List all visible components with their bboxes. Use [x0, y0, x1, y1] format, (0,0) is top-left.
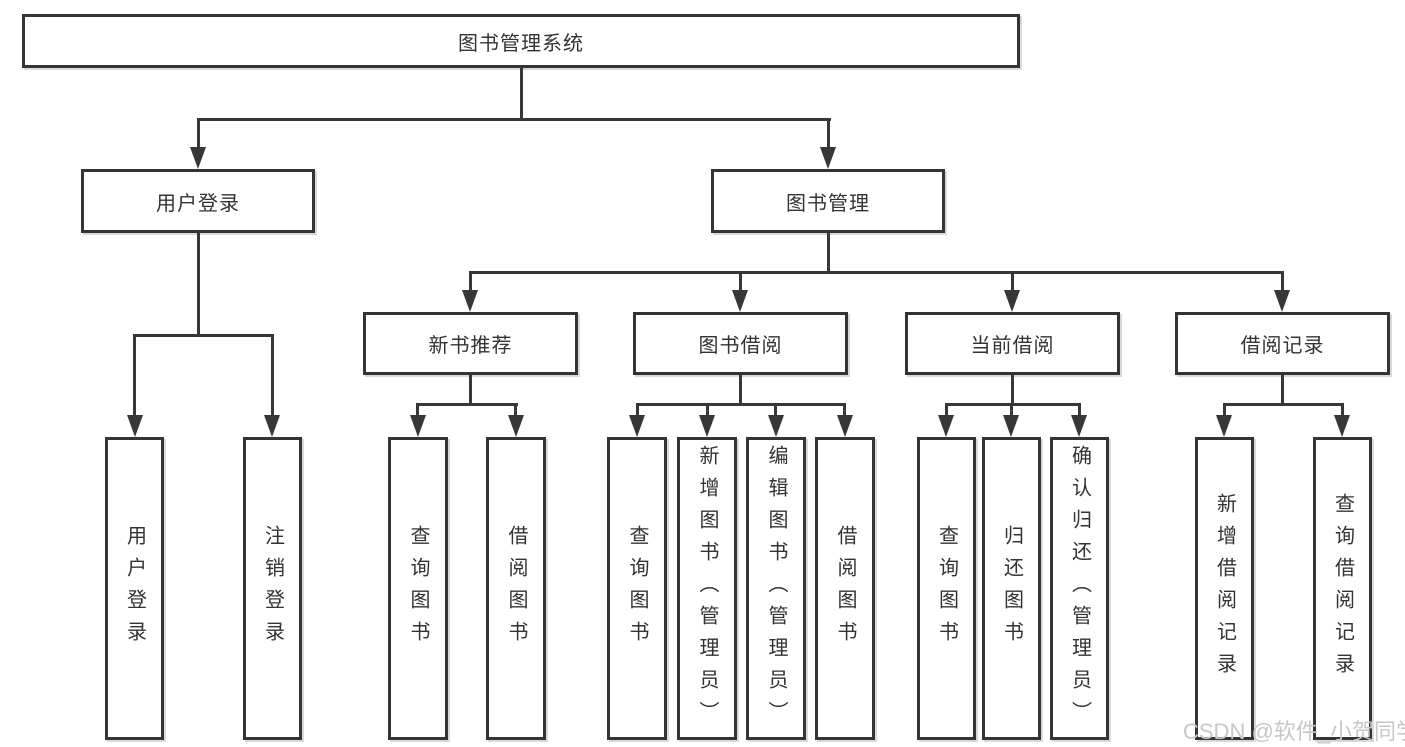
leaf-query-books-borrowing: 查询图书 — [607, 437, 667, 740]
node-label: 查询图书 — [626, 524, 648, 653]
node-label: 编辑图书（管理员） — [765, 444, 787, 733]
connector-line — [197, 118, 200, 154]
csdn-watermark: CSDN @软件_小贺同学 — [1183, 719, 1405, 744]
arrowhead-down-icon — [938, 415, 954, 437]
node-book-management: 图书管理 — [711, 169, 945, 233]
node-label: 用户登录 — [156, 192, 240, 215]
node-label: 借阅记录 — [1240, 335, 1325, 357]
leaf-edit-books-admin: 编辑图书（管理员） — [746, 437, 806, 740]
connector-line — [774, 403, 777, 419]
connector-line — [827, 118, 830, 154]
arrowhead-down-icon — [1274, 290, 1290, 312]
node-label: 查询图书 — [407, 524, 429, 653]
leaf-borrow-books-recommend: 借阅图书 — [486, 437, 546, 740]
connector-line — [1011, 375, 1014, 406]
connector-line — [1010, 403, 1013, 419]
node-label: 新增借阅记录 — [1213, 492, 1236, 685]
arrowhead-down-icon — [629, 415, 645, 437]
leaf-logout-login: 注销登录 — [243, 437, 302, 740]
connector-line — [945, 403, 1081, 406]
leaf-query-books-recommend: 查询图书 — [388, 437, 448, 740]
node-label: 新增图书（管理员） — [696, 444, 718, 733]
node-label: 查询借阅记录 — [1331, 492, 1354, 685]
connector-line — [197, 118, 831, 121]
connector-line — [416, 403, 518, 406]
connector-line — [514, 403, 517, 419]
arrowhead-down-icon — [1003, 415, 1019, 437]
arrowhead-down-icon — [732, 290, 748, 312]
connector-line — [469, 271, 472, 295]
arrowhead-down-icon — [768, 415, 784, 437]
node-new-book-recommend: 新书推荐 — [363, 312, 578, 375]
arrowhead-down-icon — [508, 415, 524, 437]
arrowhead-down-icon — [190, 147, 206, 169]
connector-line — [1011, 271, 1014, 295]
connector-line — [133, 334, 136, 418]
node-label: 归还图书 — [1000, 524, 1023, 653]
node-book-borrowing: 图书借阅 — [633, 312, 848, 375]
connector-line — [416, 403, 419, 419]
connector-line — [1281, 271, 1284, 295]
arrowhead-down-icon — [1216, 415, 1232, 437]
node-root-library-system: 图书管理系统 — [22, 14, 1020, 68]
connector-line — [520, 68, 523, 121]
connector-line — [197, 233, 200, 337]
connector-line — [636, 403, 639, 419]
node-label: 图书借阅 — [698, 335, 783, 357]
leaf-add-books-admin: 新增图书（管理员） — [677, 437, 737, 740]
node-current-borrowing: 当前借阅 — [905, 312, 1120, 375]
node-label: 查询图书 — [935, 524, 958, 653]
connector-line — [469, 271, 1284, 274]
connector-line — [945, 403, 948, 419]
connector-line — [271, 334, 274, 418]
node-label: 注销登录 — [261, 524, 284, 653]
node-label: 确认归还（管理员） — [1068, 444, 1091, 733]
arrowhead-down-icon — [1071, 415, 1087, 437]
connector-line — [1223, 403, 1226, 419]
leaf-confirm-return-admin: 确认归还（管理员） — [1050, 437, 1109, 740]
arrowhead-down-icon — [820, 147, 836, 169]
leaf-borrow-books: 借阅图书 — [815, 437, 875, 740]
node-label: 当前借阅 — [970, 335, 1055, 357]
arrowhead-down-icon — [127, 415, 143, 437]
node-label: 新书推荐 — [428, 335, 513, 357]
connector-line — [706, 403, 709, 419]
arrowhead-down-icon — [462, 290, 478, 312]
connector-line — [469, 375, 472, 406]
node-user-login: 用户登录 — [81, 169, 315, 233]
leaf-user-login: 用户登录 — [105, 437, 164, 740]
connector-line — [843, 403, 846, 419]
connector-line — [739, 271, 742, 295]
node-label: 用户登录 — [123, 524, 146, 653]
arrowhead-down-icon — [837, 415, 853, 437]
node-label: 借阅图书 — [834, 524, 856, 653]
node-borrowing-records: 借阅记录 — [1175, 312, 1390, 375]
connector-line — [1078, 403, 1081, 419]
node-label: 借阅图书 — [505, 524, 527, 653]
arrowhead-down-icon — [1004, 290, 1020, 312]
arrowhead-down-icon — [264, 415, 280, 437]
connector-line — [636, 403, 846, 406]
connector-line — [739, 375, 742, 406]
connector-line — [827, 233, 830, 274]
arrowhead-down-icon — [699, 415, 715, 437]
leaf-return-books: 归还图书 — [982, 437, 1041, 740]
connector-line — [133, 334, 274, 337]
leaf-add-borrow-record: 新增借阅记录 — [1195, 437, 1254, 740]
connector-line — [1281, 375, 1284, 406]
node-label: 图书管理 — [786, 192, 870, 215]
leaf-query-borrow-record: 查询借阅记录 — [1313, 437, 1372, 740]
leaf-query-books-current: 查询图书 — [917, 437, 976, 740]
arrowhead-down-icon — [410, 415, 426, 437]
connector-line — [1341, 403, 1344, 419]
connector-line — [1223, 403, 1344, 406]
arrowhead-down-icon — [1334, 415, 1350, 437]
node-label: 图书管理系统 — [458, 32, 584, 55]
